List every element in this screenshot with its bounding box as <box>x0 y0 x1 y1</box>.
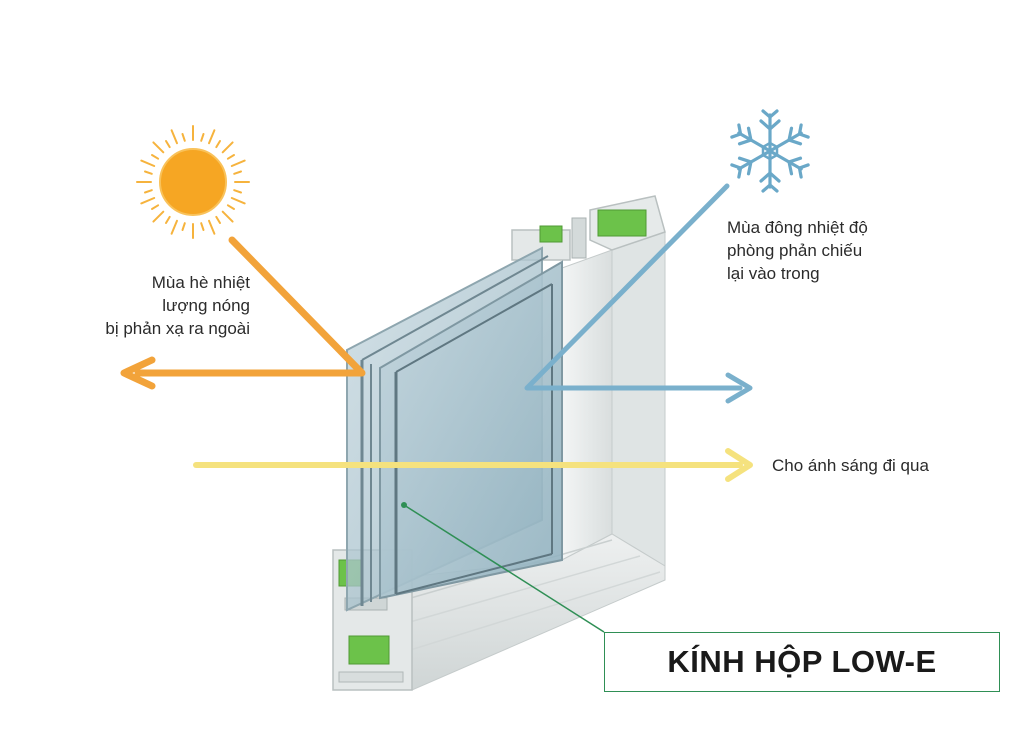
snowflake-icon <box>729 109 811 193</box>
sun-icon <box>136 125 250 239</box>
summer-label-line-2: lượng nóng <box>162 296 250 315</box>
summer-label-line-3: bị phản xạ ra ngoài <box>105 319 250 338</box>
winter-label-line-2: phòng phản chiếu <box>727 241 863 260</box>
right-jamb-front <box>561 249 613 561</box>
summer-heat-arrow <box>120 236 366 390</box>
product-leader-line <box>401 502 605 633</box>
inner-glass-pane <box>379 260 563 600</box>
product-name-box: KÍNH HỘP LOW-E <box>604 632 1000 692</box>
winter-heat-arrow <box>524 183 753 404</box>
double-glazing <box>346 246 563 612</box>
product-title: KÍNH HỘP LOW-E <box>667 644 937 679</box>
winter-label-line-3: lại vào trong <box>727 264 820 283</box>
winter-heat-label: Mùa đông nhiệt độ phòng phản chiếu lại v… <box>727 216 868 285</box>
light-pass-label: Cho ánh sáng đi qua <box>772 456 929 475</box>
summer-label-line-1: Mùa hè nhiệt <box>151 273 250 292</box>
right-jamb-side <box>611 231 666 567</box>
winter-label-line-1: Mùa đông nhiệt độ <box>727 218 868 237</box>
light-pass-arrow <box>193 448 753 482</box>
summer-heat-label: Mùa hè nhiệt lượng nóng bị phản xạ ra ng… <box>105 271 250 340</box>
